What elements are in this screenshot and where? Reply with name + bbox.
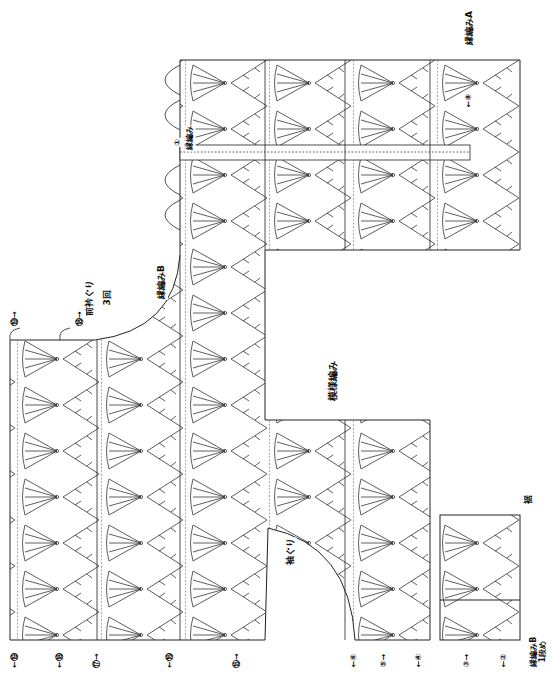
row-number: ⑤→ (380, 652, 391, 667)
edging-scallops (10, 65, 180, 340)
row-number: ⑱→ (75, 310, 86, 327)
chart-label: 縁編みA (464, 10, 476, 46)
row-number: ←④ (415, 652, 426, 667)
row-number: ←⑱ (55, 652, 66, 669)
chart-label: 前衿ぐり (84, 279, 96, 317)
main-piece (10, 60, 520, 640)
row-line (440, 600, 520, 601)
row-number: ⑰→ (92, 652, 103, 669)
row-number: ←⑥ (350, 652, 361, 667)
front-band-stitches (180, 152, 470, 153)
chart-label: 模様編み (326, 359, 339, 401)
hem-piece (440, 515, 520, 640)
chart-label: 袖ぐり (284, 537, 296, 566)
chart-label: 縁編み (185, 125, 196, 151)
row-number: ⑮→ (232, 652, 243, 669)
row-lines (97, 60, 430, 640)
front-band (180, 145, 470, 160)
row-number: ←⑧ (465, 92, 476, 107)
chart-label: 縁編みB 1段め (528, 633, 548, 672)
row-number: ←⑯ (165, 652, 176, 669)
row-number: ① (173, 138, 184, 147)
row-number: ③→ (463, 652, 474, 667)
row-number: ←⑲ (10, 652, 21, 669)
row-number: ←② (500, 652, 511, 667)
row-number: ⑲→ (10, 310, 21, 327)
chart-label: 縁編みB (156, 264, 168, 300)
chart-label: 3回 (102, 289, 114, 306)
chart-label: 裾 (522, 494, 534, 505)
